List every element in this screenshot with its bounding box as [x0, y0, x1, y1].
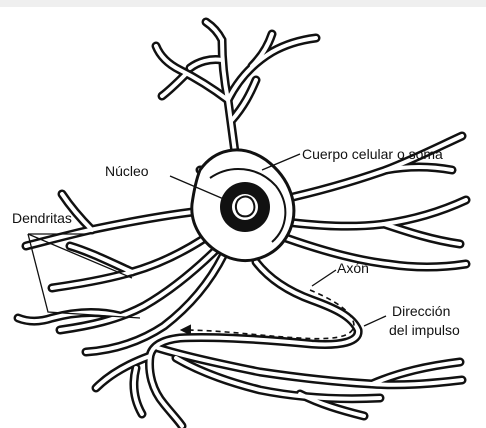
impulse-arrow — [182, 290, 354, 339]
leader-axon — [312, 270, 336, 286]
nucleus-label: Núcleo — [105, 163, 149, 179]
cell-body-label: Cuerpo celular o soma — [302, 146, 443, 162]
impulse-direction-label-line1: Dirección — [392, 303, 450, 319]
impulse-direction-label-line2: del impulso — [389, 322, 460, 338]
leader-impulse — [364, 316, 386, 326]
axon-label: Axón — [337, 260, 369, 276]
leader-dendrites-b — [28, 234, 132, 278]
nucleus — [220, 182, 270, 232]
dendrites-label: Dendritas — [12, 210, 72, 226]
